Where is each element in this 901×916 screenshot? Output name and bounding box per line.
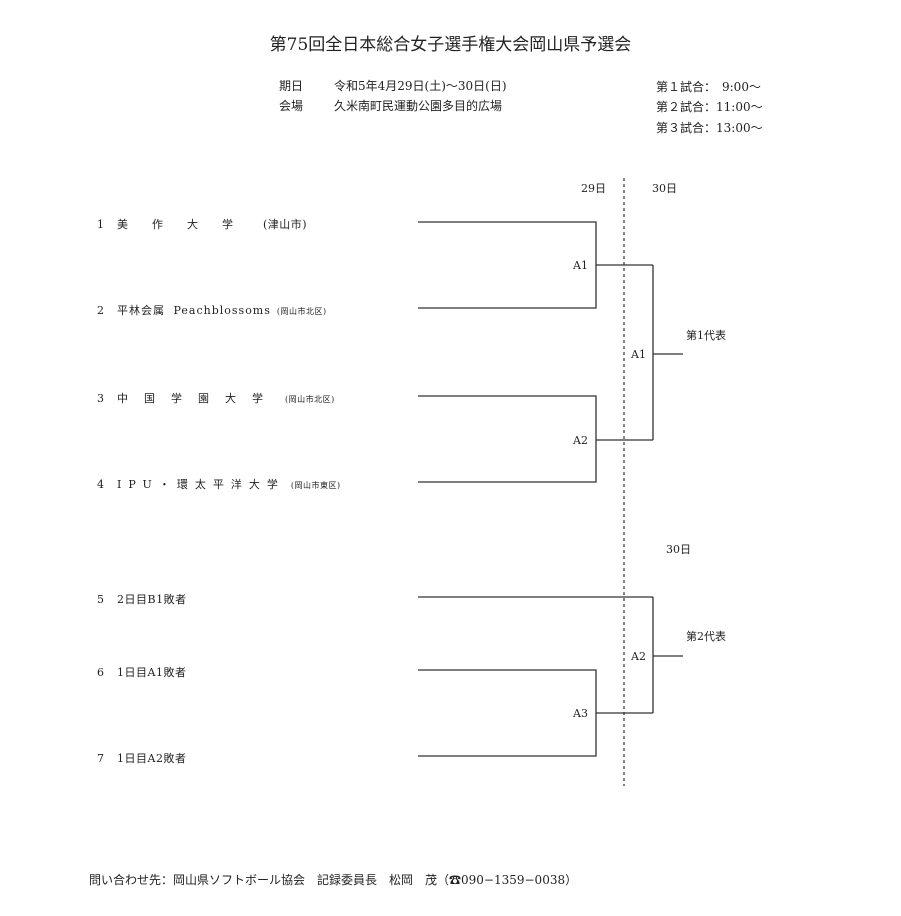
team-city: (岡山市北区) <box>276 307 327 316</box>
team-row: 6 1日目A1敗者 <box>97 664 186 680</box>
match-label-a1-day2: A1 <box>631 348 646 361</box>
team-name: 平林会属 Peachblossoms <box>117 304 271 317</box>
day-label-29: 29日 <box>581 182 606 195</box>
schedule-game-1: 第１試合： 9:00～ <box>656 80 761 94</box>
team-row: 7 1日目A2敗者 <box>97 750 186 766</box>
match-label-a1-day1: A1 <box>573 259 588 272</box>
team-city: (岡山市北区) <box>285 395 335 404</box>
day-label-30: 30日 <box>652 182 677 195</box>
first-representative-label: 第1代表 <box>686 329 726 342</box>
schedule-game-2: 第２試合：11:00～ <box>656 100 763 114</box>
team-name: 2日目B1敗者 <box>117 593 187 606</box>
date-value: 令和5年4月29日(土)～30日(日) <box>334 79 507 93</box>
team-number: 3 <box>97 392 105 405</box>
day-label-30-lower: 30日 <box>666 543 691 556</box>
bracket-line-a2-day1 <box>418 395 597 483</box>
second-representative-label: 第2代表 <box>686 630 726 643</box>
team-row: 3 中国学園大学 (岡山市北区) <box>97 390 335 406</box>
team-city: (津山市) <box>263 218 308 231</box>
team-number: 2 <box>97 304 105 317</box>
venue-label: 会場 <box>279 99 304 113</box>
bracket-line-a3 <box>418 669 597 757</box>
team-number: 7 <box>97 752 105 765</box>
team-name: IPU・環太平洋大学 <box>117 478 285 491</box>
team-number: 6 <box>97 666 105 679</box>
match-label-a3-day2: A3 <box>573 707 588 720</box>
contact-footer: 問い合わせ先：岡山県ソフトボール協会 記録委員長 松岡 茂（☎090−1359−… <box>89 873 578 887</box>
team-row: 4 IPU・環太平洋大学 (岡山市東区) <box>97 476 341 492</box>
team-name: 1日目A1敗者 <box>117 666 187 679</box>
match-label-a2-day1: A2 <box>573 434 588 447</box>
match-label-a2-day2: A2 <box>631 650 646 663</box>
team-number: 1 <box>97 218 105 231</box>
bracket-line-a1-day1 <box>418 221 597 309</box>
team-row: 1 美作大学 (津山市) <box>97 216 307 232</box>
team-name: 1日目A2敗者 <box>117 752 187 765</box>
team-city: (岡山市東区) <box>290 481 341 490</box>
team-row: 2 平林会属 Peachblossoms (岡山市北区) <box>97 302 327 318</box>
venue-value: 久米南町民運動公園多目的広場 <box>334 99 503 113</box>
team-row: 5 2日目B1敗者 <box>97 591 187 607</box>
team-number: 4 <box>97 478 105 491</box>
page-title: 第75回全日本総合女子選手権大会岡山県予選会 <box>269 35 632 55</box>
date-label: 期日 <box>279 79 304 93</box>
team-name: 中国学園大学 <box>117 392 279 405</box>
schedule-game-3: 第３試合：13:00～ <box>656 121 763 135</box>
team-name: 美作大学 <box>117 218 257 231</box>
team-number: 5 <box>97 593 105 606</box>
